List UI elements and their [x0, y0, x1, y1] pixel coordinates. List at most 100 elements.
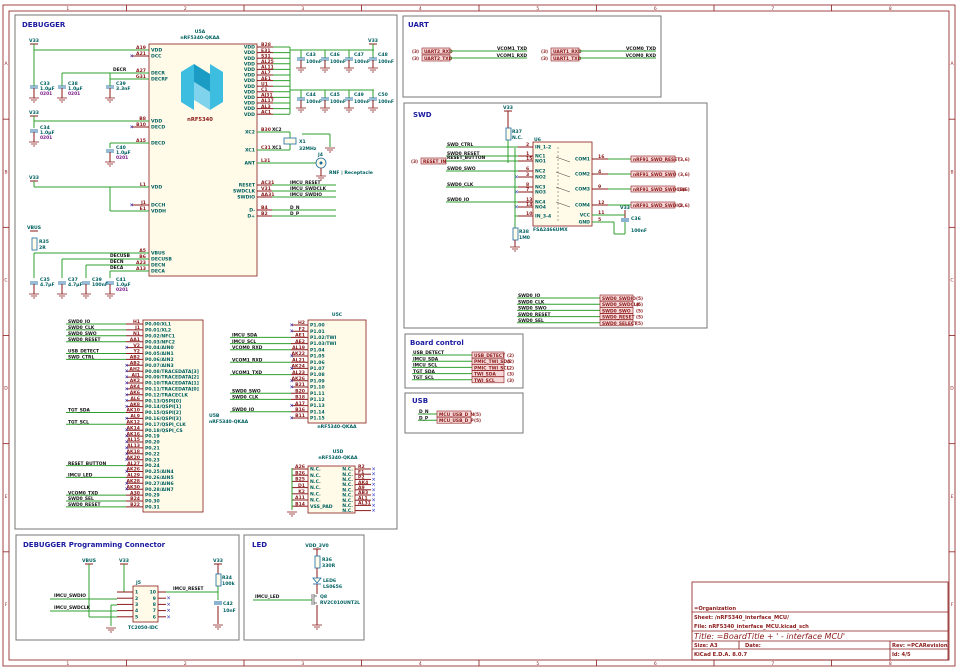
r38-resistor[interactable]: R38 1M0 — [512, 227, 530, 241]
u5d-pin[interactable]: A9N.C.× — [342, 485, 375, 493]
c36-capacitor[interactable]: V33 C36 100nF — [620, 205, 647, 234]
u5d-pin[interactable]: P2N.C.× — [342, 475, 375, 483]
led6-diode[interactable]: LED6 LS0656 — [312, 577, 342, 590]
swd-output-label[interactable]: nRF91_SWD_SWDCLK(3,6) — [630, 185, 690, 193]
q8-mosfet[interactable]: Q8 RV2C010UNT2L — [311, 594, 360, 606]
u5d-pin[interactable]: F1N.C.× — [342, 469, 375, 477]
swd-output-label[interactable]: nRF91_SWD_RESET(3,6) — [630, 155, 690, 163]
r35-resistor[interactable]: R35 2R — [31, 237, 49, 251]
board-control-label[interactable]: TWI_SCL(3) — [471, 376, 514, 384]
r37-resistor[interactable]: R37 N.C. — [505, 127, 523, 141]
swd-output-label[interactable]: nRF91_SWD_SWO(3,6) — [630, 170, 690, 178]
u5a-signal-pin[interactable]: B4D-D_N — [249, 205, 336, 214]
antenna-connector-j4[interactable]: J4 RNF | Receptacle — [315, 152, 373, 176]
r36-resistor[interactable]: R36 330R — [314, 555, 336, 569]
